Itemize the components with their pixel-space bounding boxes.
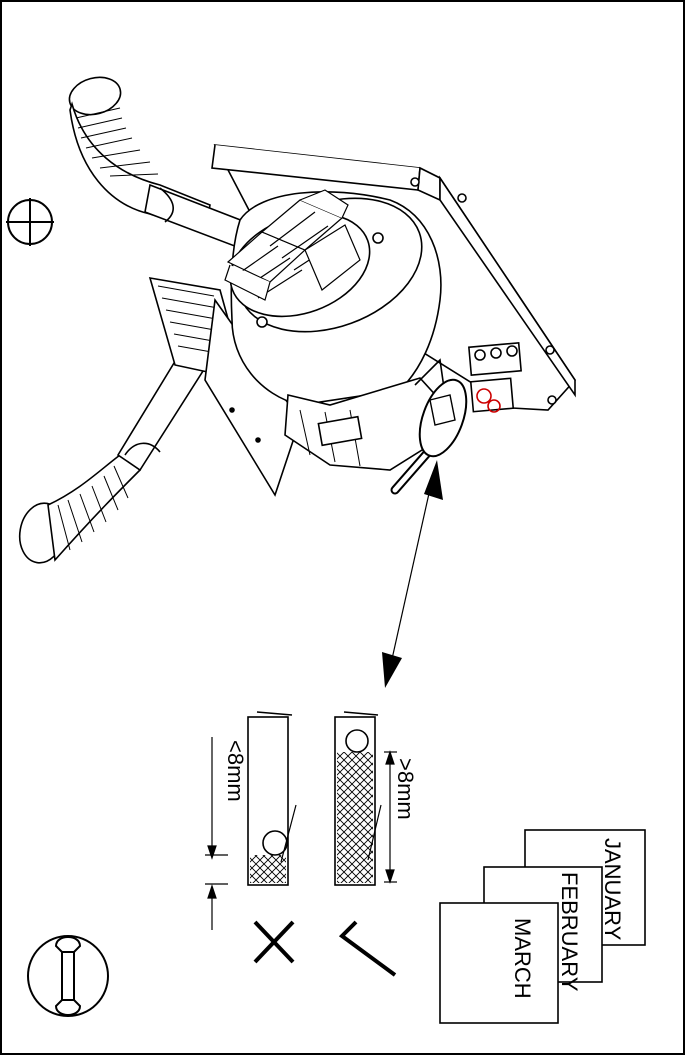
wiring-highlight: [476, 388, 501, 413]
calendar-page-march: [439, 902, 559, 1024]
cross-mark-icon: [253, 920, 295, 964]
flexible-hose-bottom: [18, 343, 212, 564]
calendar-pages: [439, 829, 646, 1024]
terminal-block: [468, 342, 522, 413]
dimension-less-than: [205, 737, 228, 930]
label-less-than: <8mm: [223, 740, 248, 802]
wrench-icon: [27, 935, 109, 1017]
label-february: FEBRUARY: [557, 872, 582, 992]
fan-impeller: [224, 189, 361, 301]
label-march: MARCH: [510, 918, 535, 999]
strip-valid: [334, 711, 382, 886]
fan-assembly-illustration: [18, 76, 577, 564]
motor-body: [284, 358, 446, 471]
check-mark-icon: [338, 920, 397, 977]
magnifier-icon: [390, 378, 468, 495]
label-greater-than: >8mm: [393, 758, 418, 820]
grille-bracket: [148, 276, 301, 497]
label-january: JANUARY: [600, 838, 625, 941]
strip-invalid: [247, 711, 297, 886]
pointer-arrow: [382, 460, 443, 688]
dimension-greater-than: [384, 750, 397, 884]
crosshair-icon: [6, 198, 54, 246]
